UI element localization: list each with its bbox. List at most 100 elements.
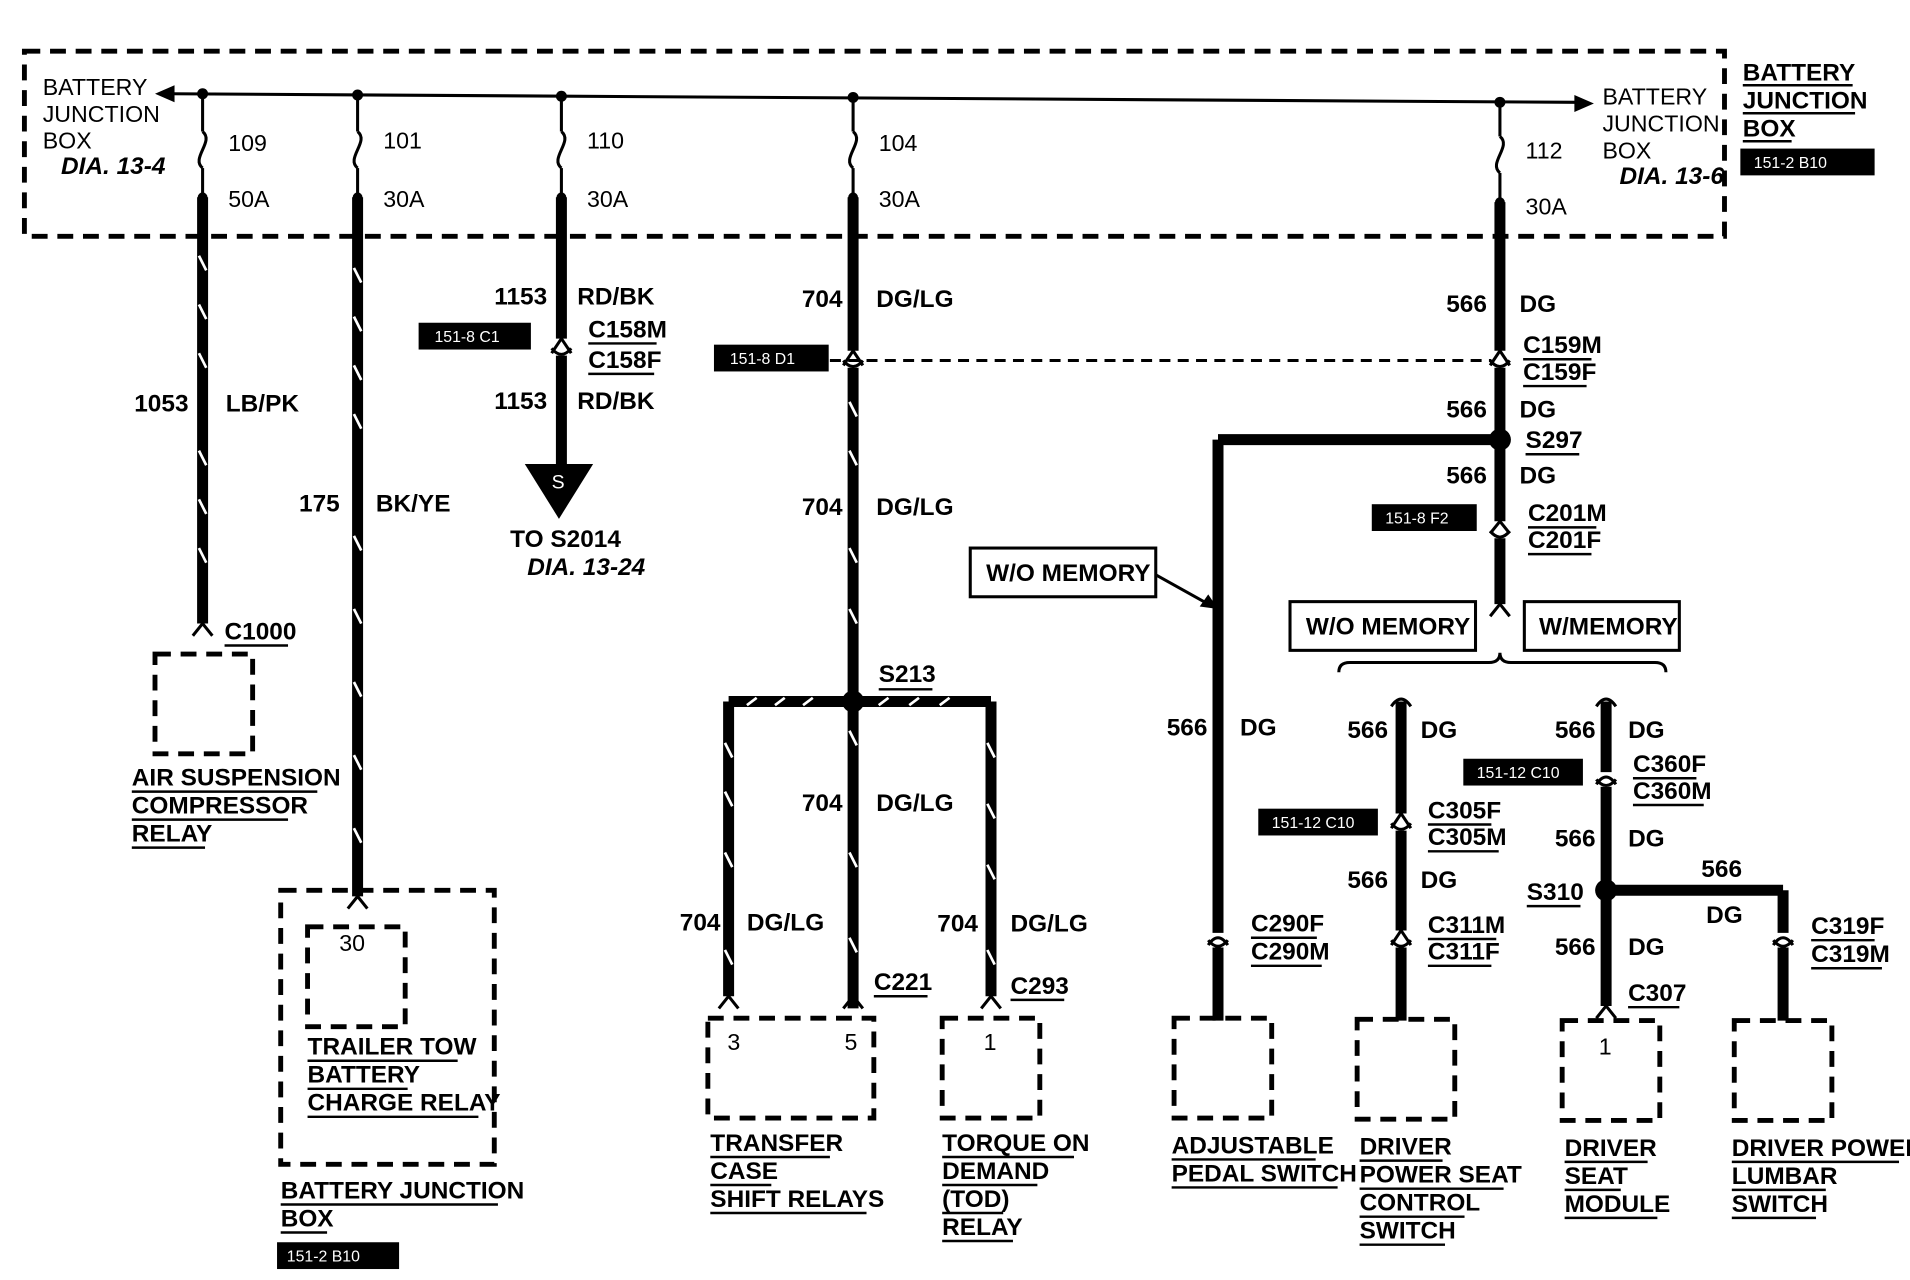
svg-text:SHIFT RELAYS: SHIFT RELAYS [710,1186,884,1213]
svg-text:30A: 30A [879,186,921,212]
svg-text:C158F: C158F [588,347,661,374]
svg-text:DG: DG [1519,291,1556,318]
svg-text:110: 110 [587,128,624,154]
svg-text:SWITCH: SWITCH [1732,1191,1828,1218]
svg-text:151-2 B10: 151-2 B10 [1754,155,1827,172]
trailer-tow-pin: 30 [339,930,365,956]
svg-text:W/MEMORY: W/MEMORY [1539,614,1678,641]
lumbar-switch-label: DRIVER POWER LUMBAR SWITCH [1731,1135,1910,1220]
svg-text:704: 704 [937,911,978,938]
svg-text:BOX: BOX [1743,115,1797,142]
power-bus [154,85,1594,113]
svg-text:BATTERY: BATTERY [1602,84,1707,110]
svg-text:BATTERY: BATTERY [1743,59,1856,86]
ref-tag-151-8-c1 [418,322,531,350]
svg-text:BOX: BOX [43,128,92,154]
fuse-112: 112 30A [1494,96,1568,219]
svg-text:C360M: C360M [1633,778,1712,805]
svg-text:C319F: C319F [1811,913,1884,940]
svg-text:DG: DG [1240,715,1277,742]
svg-text:151-12 C10: 151-12 C10 [1477,765,1560,782]
fuse-101: 101 30A [352,89,425,212]
transfer-case-label: TRANSFER CASE SHIFT RELAYS [710,1130,884,1215]
svg-text:DG: DG [1519,463,1556,490]
svg-text:566: 566 [1446,463,1487,490]
splice-s213: S213 704 DG/LG 704 DG/LG C221 C293 [680,661,1088,1010]
svg-text:CASE: CASE [710,1158,778,1185]
svg-text:C311F: C311F [1428,939,1500,966]
svg-text:151-8 C1: 151-8 C1 [434,329,499,346]
air-suspension-relay-label: AIR SUSPENSION COMPRESSOR RELAY [132,765,341,849]
circuit-704: 704 DG/LG 704 DG/LG 704 DG/LG [802,197,1492,1009]
svg-text:PEDAL SWITCH: PEDAL SWITCH [1172,1160,1357,1187]
svg-text:DG: DG [1421,867,1458,894]
pedal-switch-box [1171,1015,1275,1121]
svg-text:BATTERY: BATTERY [43,74,148,100]
svg-text:104: 104 [879,130,918,156]
svg-text:101: 101 [383,128,422,154]
transfer-case-pin-5: 5 [845,1029,858,1055]
svg-text:DG: DG [1421,717,1458,744]
svg-text:DG: DG [1519,397,1556,424]
svg-text:DG/LG: DG/LG [876,494,953,521]
svg-text:566: 566 [1446,291,1487,318]
seat-control-switch-box [1354,1016,1458,1122]
svg-text:1053: 1053 [134,391,188,418]
svg-text:S213: S213 [879,661,936,688]
svg-text:S310: S310 [1527,879,1584,906]
svg-text:W/O MEMORY: W/O MEMORY [986,560,1150,587]
svg-text:DEMAND: DEMAND [942,1158,1049,1185]
svg-text:JUNCTION: JUNCTION [1602,111,1719,137]
svg-text:JUNCTION: JUNCTION [43,101,160,127]
svg-text:C221: C221 [874,969,932,996]
svg-text:BOX: BOX [1602,137,1651,163]
tod-relay-box [939,1015,1043,1121]
svg-text:BATTERY JUNCTION: BATTERY JUNCTION [281,1177,525,1204]
svg-text:C293: C293 [1011,973,1069,1000]
svg-text:DG: DG [1706,902,1743,929]
svg-text:JUNCTION: JUNCTION [1743,87,1868,114]
svg-text:BATTERY: BATTERY [308,1062,421,1089]
option-boxes: W/O MEMORY W/MEMORY [1288,600,1681,673]
svg-text:30A: 30A [1526,193,1568,219]
tod-relay-label: TORQUE ON DEMAND (TOD) RELAY [942,1130,1090,1243]
lumbar-switch-box [1731,1018,1835,1123]
svg-text:RD/BK: RD/BK [577,388,655,415]
tod-relay-pin: 1 [984,1029,997,1055]
offpage-connector-s: S TO S2014 DIA. 13-24 [510,464,646,581]
junction-box-title: BATTERY JUNCTION BOX 151-2 B10 [1740,59,1875,176]
svg-text:DG: DG [1628,825,1665,852]
svg-text:C201M: C201M [1528,500,1607,527]
svg-text:DG/LG: DG/LG [876,286,953,313]
svg-text:30A: 30A [383,186,425,212]
fuse-110: 110 30A [555,90,629,212]
svg-text:C307: C307 [1628,980,1686,1007]
svg-text:704: 704 [802,286,843,313]
svg-text:1153: 1153 [494,388,547,415]
svg-text:DRIVER: DRIVER [1360,1134,1453,1161]
svg-text:CONTROL: CONTROL [1360,1190,1481,1217]
svg-text:DG: DG [1628,717,1665,744]
junction-box-right-label: BATTERY JUNCTION BOX DIA. 13-6 [1602,84,1724,190]
svg-text:C201F: C201F [1528,527,1601,554]
svg-text:C159F: C159F [1523,359,1596,386]
svg-text:30A: 30A [587,186,629,212]
ref-tag-151-8-d1 [713,344,829,372]
svg-text:W/O MEMORY: W/O MEMORY [1306,614,1470,641]
svg-text:BOX: BOX [281,1205,335,1232]
svg-text:S: S [552,471,565,493]
svg-text:C311M: C311M [1428,912,1505,939]
svg-text:C360F: C360F [1633,751,1706,778]
svg-text:566: 566 [1347,717,1388,744]
svg-text:C305F: C305F [1428,797,1501,824]
svg-text:1153: 1153 [494,283,547,310]
transfer-case-relay-box [705,1015,877,1121]
svg-text:151-12 C10: 151-12 C10 [1272,815,1355,832]
svg-text:704: 704 [802,790,843,817]
seat-module-box [1559,1018,1663,1123]
svg-text:DG: DG [1628,934,1665,961]
svg-text:151-8 D1: 151-8 D1 [730,351,795,368]
svg-text:S297: S297 [1526,427,1583,454]
svg-text:DG/LG: DG/LG [1011,911,1088,938]
